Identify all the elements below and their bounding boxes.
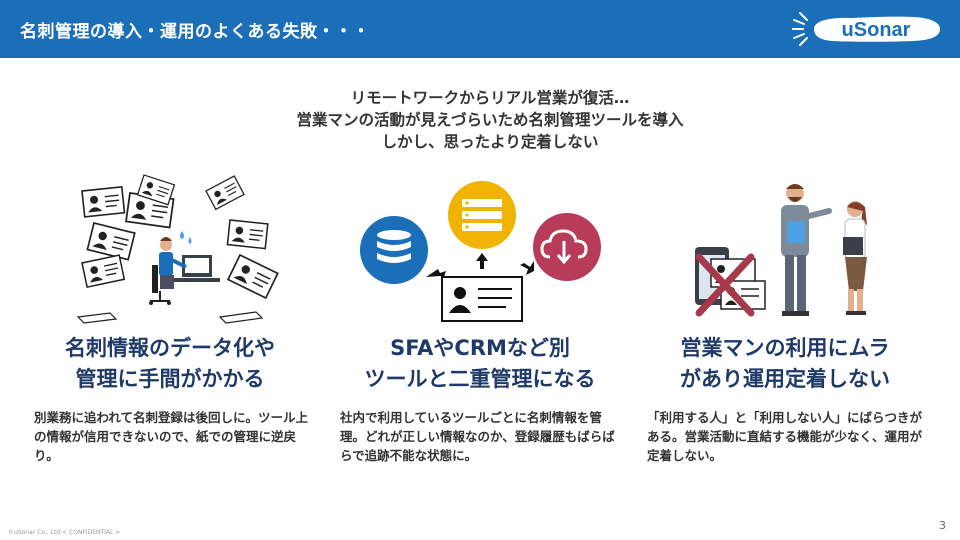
usonar-logo: uSonar	[792, 12, 940, 46]
column-body-text: 別業務に追われて名刺登録は後回しに。ツール上の情報が信用できないので、紙での管理…	[34, 410, 309, 463]
header-bar: 名刺管理の導入・運用のよくある失敗・・・ uSonar	[0, 0, 960, 58]
heading-line-2: 管理に手間がかかる	[75, 367, 265, 391]
intro-line-3: しかし、思ったより定着しない	[381, 133, 599, 151]
page-title: 名刺管理の導入・運用のよくある失敗・・・	[20, 22, 370, 42]
database-server-cloud-illustration	[360, 181, 601, 322]
column-body-text: 「利用する人」と「利用しない人」にばらつきがある。営業活動に直結する機能が少なく…	[647, 410, 923, 463]
heading-line-2: ツールと二重管理になる	[364, 367, 596, 391]
problem-column-data-entry: 名刺情報のデータ化や 管理に手間がかかる 別業務に追われて名刺登録は後回しに。ツ…	[20, 165, 320, 495]
heading-line-1: 名刺情報のデータ化や	[65, 336, 275, 360]
problem-column-double-management: SFAやCRMなど別 ツールと二重管理になる 社内で利用しているツールごとに名刺…	[330, 165, 630, 495]
column-heading: SFAやCRMなど別 ツールと二重管理になる	[330, 333, 630, 395]
column-body-text: 社内で利用しているツールごとに名刺情報を管理。どれが正しい情報なのか、登録履歴も…	[340, 410, 615, 463]
column-heading: 営業マンの利用にムラ があり運用定着しない	[635, 333, 935, 395]
heading-line-2: があり運用定着しない	[680, 367, 890, 391]
problem-column-uneven-usage: 営業マンの利用にムラ があり運用定着しない 「利用する人」と「利用しない人」にば…	[635, 165, 935, 495]
intro-text: リモートワークからリアル営業が復活… 営業マンの活動が見えづらいため名刺管理ツー…	[180, 87, 800, 153]
heading-line-1: 営業マンの利用にムラ	[680, 336, 890, 360]
heading-line-1: SFAやCRMなど別	[390, 336, 570, 360]
page-number: 3	[939, 519, 946, 532]
cloud-download-icon	[533, 213, 601, 281]
copyright-notice: ©uSonar Co., Ltd.< CONFIDENTIAL >	[8, 529, 121, 536]
business-card-worker-illustration	[76, 174, 279, 324]
intro-line-2: 営業マンの活動が見えづらいため名刺管理ツールを導入	[296, 111, 684, 129]
column-heading: 名刺情報のデータ化や 管理に手間がかかる	[20, 333, 320, 395]
sales-people-crossed-card-illustration	[695, 184, 867, 317]
intro-line-1: リモートワークからリアル営業が復活…	[350, 89, 630, 107]
logo-text: uSonar	[842, 19, 911, 41]
